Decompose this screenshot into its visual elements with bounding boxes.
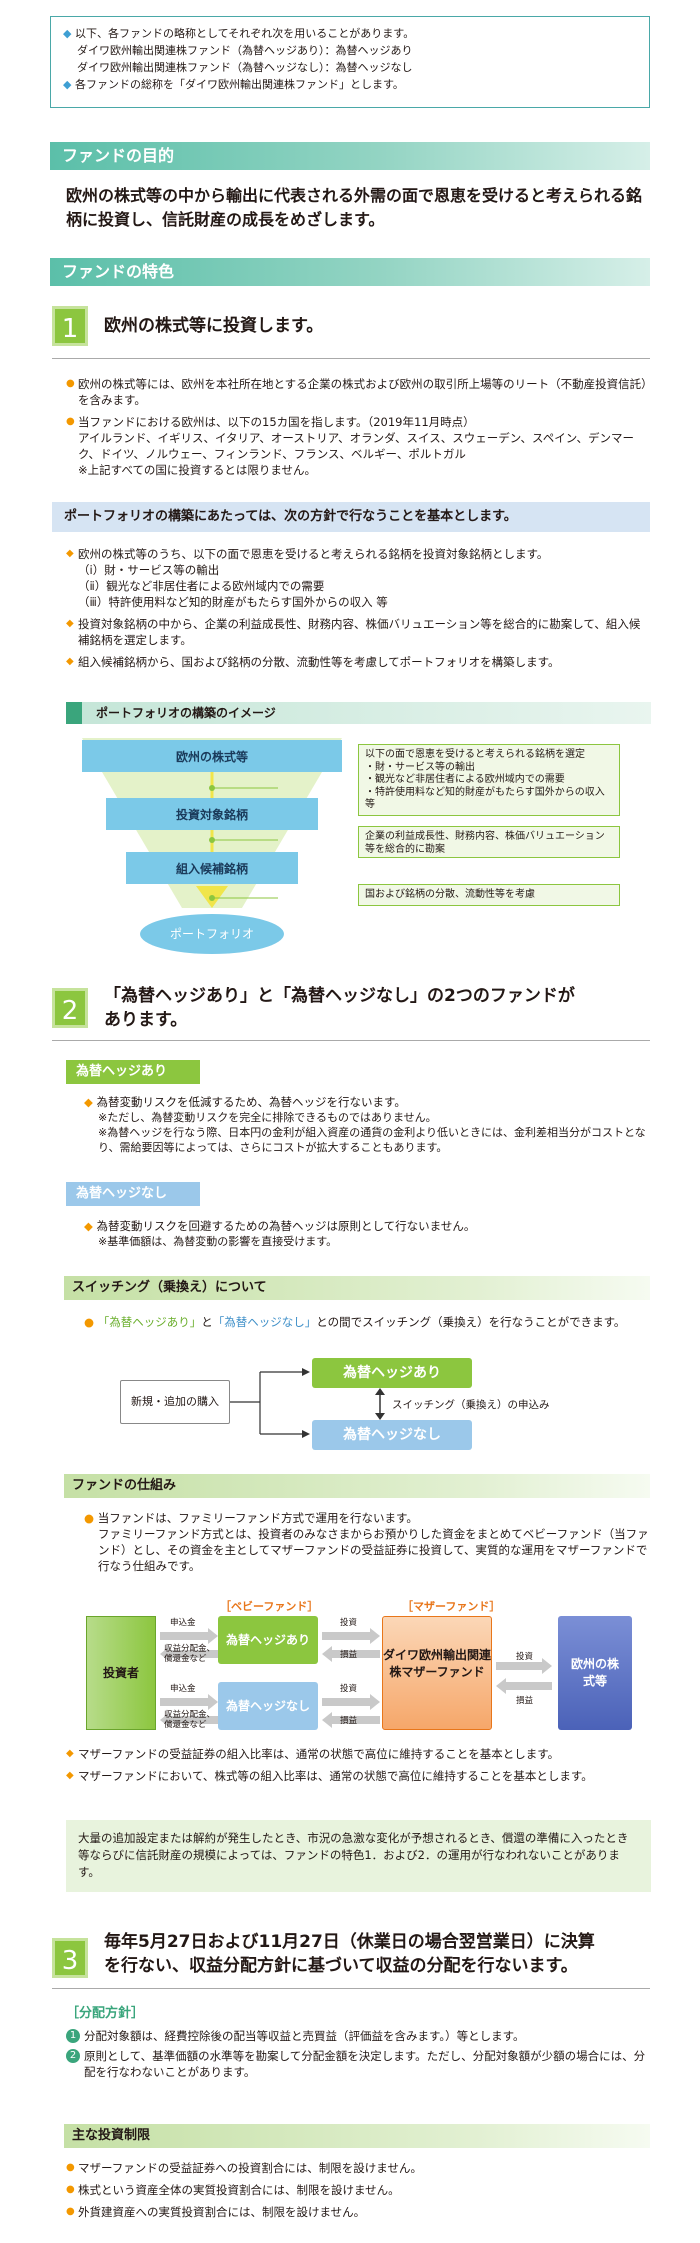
switch-double-arrow [375,1388,385,1420]
baby-hedge-box: 為替ヘッジあり [218,1616,318,1664]
divider [52,1040,650,1041]
notes-box: ◆ 以下、各ファンドの略称としてそれぞれ次を用いることがあります。 ダイワ欧州輸… [50,16,650,108]
payout-label: 収益分配金、償還金など [164,1644,216,1664]
funnel-step-2 [106,798,318,830]
note-line: ◆ 各ファンドの総称を「ダイワ欧州輸出関連株ファンド」とします。 [63,78,404,91]
feature-number: 2 [52,988,88,1028]
list-item: 欧州の株式等には、欧州を本社所在地とする企業の株式および欧州の取引所上場等のリー… [66,376,651,408]
apply-label: 申込金 [170,1684,196,1694]
list-item: 株式という資産全体の実質投資割合には、制限を設けません。 [66,2182,651,2198]
funnel-step-3 [126,852,298,884]
list-item: 投資対象銘柄の中から、企業の利益成長性、財務内容、株価バリュエーション等を総合的… [66,616,651,648]
feature-heading: 欧州の株式等に投資します。 [104,316,324,336]
note-line: ダイワ欧州輸出関連株ファンド（為替ヘッジなし）：為替ヘッジなし [77,61,413,74]
purpose-text: 欧州の株式等の中から輸出に代表される外需の面で恩恵を受けると考えられる銘柄に投資… [66,186,643,229]
list-item: 欧州の株式等のうち、以下の面で恩恵を受けると考えられる銘柄を投資対象銘柄とします… [66,546,651,610]
number-badge: 2 [66,2049,80,2063]
feature-heading: 毎年5月27日および11月27日（休業日の場合翌営業日）に決算 を行ない、収益分… [104,1932,595,1976]
limits-list: マザーファンドの受益証券への投資割合には、制限を設けません。 株式という資産全体… [66,2160,651,2226]
features-title: ファンドの特色 [50,258,650,286]
feature-number: 3 [52,1938,88,1978]
diamond-icon: ◆ [84,1219,93,1233]
purpose-title: ファンドの目的 [50,142,650,170]
funnel-label-3: 組入候補銘柄 [175,862,248,876]
new-purchase-box: 新規・追加の購入 [120,1380,230,1424]
countries: アイルランド、イギリス、イタリア、オーストリア、オランダ、スイス、スウェーデン、… [78,431,635,461]
baby-nohedge-box: 為替ヘッジなし [218,1682,318,1730]
gain-label: 損益 [516,1696,534,1706]
number-badge: 1 [66,2029,80,2043]
notice-box: 大量の追加設定または解約が発生したとき、市況の急激な変化が予想されるとき、償還の… [66,1820,651,1892]
stocks-box: 欧州の株式等 [558,1616,632,1730]
funnel-note-1: 以下の面で恩恵を受けると考えられる銘柄を選定 ・財・サービス等の輸出 ・観光など… [358,744,620,816]
hedge-desc: ◆ 為替変動リスクを低減するため、為替ヘッジを行ないます。 ※ただし、為替変動リ… [84,1095,646,1154]
apply-label: 申込金 [170,1618,196,1628]
mother-fund-box: ダイワ欧州輸出関連株マザーファンド [382,1616,492,1730]
policy-bar: ポートフォリオの構築にあたっては、次の方針で行なうことを基本とします。 [52,502,650,532]
baby-fund-label: ［ベビーファンド］ [220,1600,319,1613]
funnel-label-1: 欧州の株式等 [175,750,248,764]
mother-fund-label: ［マザーファンド］ [402,1600,501,1613]
funnel-step-1 [82,740,342,772]
note-line: ◆ 以下、各ファンドの略称としてそれぞれ次を用いることがあります。 [63,27,415,40]
payout-label: 収益分配金、償還金など [164,1710,216,1730]
funnel-diagram [82,738,342,954]
switch-nohedge-box: 為替ヘッジなし [312,1420,472,1450]
list-item: 組入候補銘柄から、国および銘柄の分散、流動性等を考慮してポートフォリオを構築しま… [66,654,651,670]
limits-tag: 主な投資制限 [64,2124,650,2148]
policy-list: 欧州の株式等のうち、以下の面で恩恵を受けると考えられる銘柄を投資対象銘柄とします… [66,546,651,676]
divider [52,1988,650,1989]
switch-tag: スイッチング（乗換え）について [64,1276,650,1300]
hedge-tag: 為替ヘッジあり [66,1060,200,1084]
list-item: マザーファンドにおいて、株式等の組入比率は、通常の状態で高位に維持することを基本… [66,1768,651,1784]
portfolio-ellipse [140,914,284,954]
invest-label: 投資 [340,1618,358,1628]
nohedge-tag: 為替ヘッジなし [66,1182,200,1206]
list-item: 外貨建資産への実質投資割合には、制限を設けません。 [66,2204,651,2220]
gain-label: 損益 [340,1716,358,1726]
investor-box: 投資者 [86,1616,156,1730]
note-line: ダイワ欧州輸出関連株ファンド（為替ヘッジあり）：為替ヘッジあり [77,44,413,57]
feature1-bullets: 欧州の株式等には、欧州を本社所在地とする企業の株式および欧州の取引所上場等のリー… [66,376,651,484]
switch-request-label: スイッチング（乗換え）の申込み [392,1399,550,1411]
feature-number: 1 [52,306,88,346]
scheme-arrows [160,1628,552,1728]
scheme-bullets: マザーファンドの受益証券の組入比率は、通常の状態で高位に維持することを基本としま… [66,1746,651,1790]
scheme-tag: ファンドの仕組み [64,1474,650,1498]
funnel-note-3: 国および銘柄の分散、流動性等を考慮 [358,884,620,906]
funnel-label-4: ポートフォリオ [169,927,254,941]
list-item: 当ファンドにおける欧州は、以下の15カ国を指します。（2019年11月時点）アイ… [66,414,651,478]
countries-note: ※上記すべての国に投資するとは限りません。 [78,463,317,477]
diamond-icon: ◆ [63,78,72,91]
divider [52,358,650,359]
list-item: マザーファンドの受益証券の組入比率は、通常の状態で高位に維持することを基本としま… [66,1746,651,1762]
diamond-icon: ◆ [63,27,72,40]
scheme-text: ● 当ファンドは、ファミリーファンド方式で運用を行ないます。 ファミリーファンド… [84,1511,649,1573]
feature-heading: 「為替ヘッジあり」と「為替ヘッジなし」の2つのファンドが あります。 [104,986,575,1030]
switch-arrows [230,1368,310,1438]
switch-text: ● 「為替ヘッジあり」と「為替ヘッジなし」との間でスイッチング（乗換え）を行なう… [84,1315,626,1329]
distribution-policy-label: ［分配方針］ [66,2006,145,2021]
funnel-label-2: 投資対象銘柄 [175,808,248,822]
nohedge-desc: ◆ 為替変動リスクを回避するための為替ヘッジは原則として行ないません。 ※基準価… [84,1219,476,1248]
invest-label: 投資 [340,1684,358,1694]
diamond-icon: ◆ [84,1095,93,1109]
gain-label: 損益 [340,1650,358,1660]
switch-hedge-box: 為替ヘッジあり [312,1358,472,1388]
funnel-note-2: 企業の利益成長性、財務内容、株価バリュエーション等を総合的に勘案 [358,826,620,858]
list-item: マザーファンドの受益証券への投資割合には、制限を設けません。 [66,2160,651,2176]
image-bar: ポートフォリオの構築のイメージ [66,702,651,724]
invest-label: 投資 [516,1652,534,1662]
